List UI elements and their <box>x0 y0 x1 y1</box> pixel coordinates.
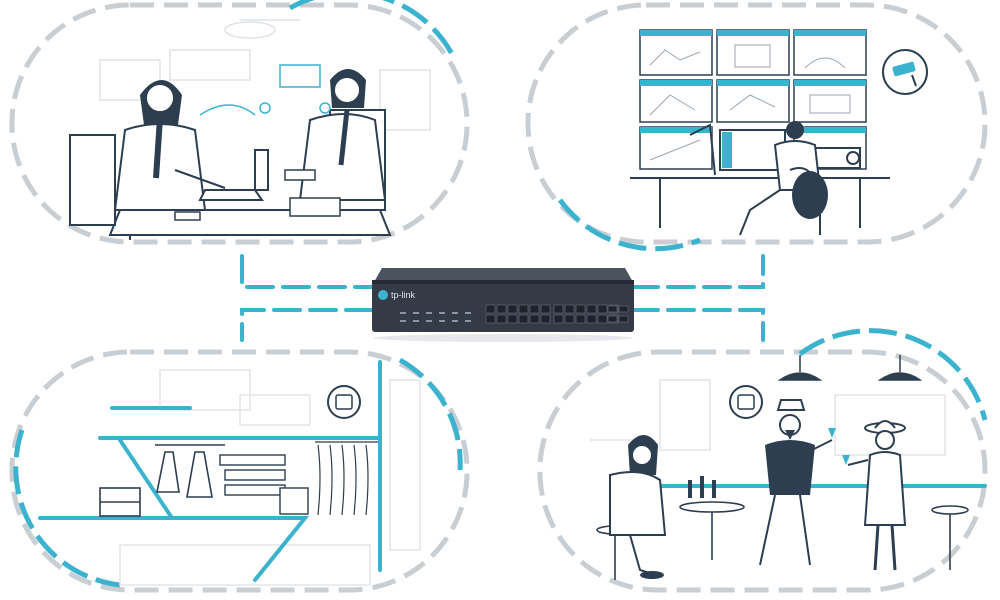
ethernet-port <box>597 314 608 324</box>
sfp-slot <box>618 315 629 323</box>
bar-person-woman <box>842 420 907 571</box>
scene-surveillance <box>525 2 988 252</box>
operator-person <box>739 121 828 236</box>
status-led <box>413 312 419 314</box>
status-led <box>439 320 445 322</box>
sfp-slot <box>607 315 618 323</box>
access-point-icon <box>327 385 361 419</box>
ethernet-port <box>575 304 586 314</box>
ethernet-port <box>564 304 575 314</box>
ethernet-port <box>597 304 608 314</box>
brand-logo-icon <box>378 290 388 300</box>
ethernet-port <box>496 304 507 314</box>
ethernet-port <box>485 314 496 324</box>
ethernet-port <box>540 314 551 324</box>
ethernet-port <box>553 304 564 314</box>
status-led <box>452 312 458 314</box>
ethernet-port <box>529 304 540 314</box>
ethernet-port <box>586 304 597 314</box>
scene-bar <box>537 328 988 593</box>
connector-left-lower <box>240 308 374 342</box>
network-switch: tp-link <box>372 268 634 342</box>
status-leds <box>400 312 471 322</box>
ethernet-port <box>564 314 575 324</box>
brand-logo-text: tp-link <box>391 290 416 300</box>
status-led <box>426 312 432 314</box>
status-led <box>413 320 419 322</box>
status-led <box>465 312 471 314</box>
connector-right-lower <box>630 308 765 342</box>
ethernet-port <box>540 304 551 314</box>
scene-retail <box>9 349 470 593</box>
ethernet-port <box>507 314 518 324</box>
connector-right-upper <box>630 254 765 289</box>
status-led <box>439 312 445 314</box>
status-led <box>465 320 471 322</box>
ethernet-port <box>485 304 496 314</box>
bar-person-man <box>759 399 836 566</box>
sfp-slot <box>618 305 629 313</box>
office-person-right <box>298 69 387 201</box>
pendant-lamps <box>777 355 923 381</box>
status-led <box>452 320 458 322</box>
monitor-wall <box>639 29 867 170</box>
ethernet-port <box>496 314 507 324</box>
ethernet-port <box>553 314 564 324</box>
ethernet-port <box>518 304 529 314</box>
sfp-slot <box>607 305 618 313</box>
scene-office <box>9 0 470 245</box>
clothing-rack <box>99 444 225 517</box>
ethernet-port <box>529 314 540 324</box>
security-camera-icon <box>882 49 928 95</box>
connector-left-upper <box>240 254 374 289</box>
office-person-left <box>113 80 226 211</box>
ethernet-port <box>507 304 518 314</box>
ethernet-port <box>575 314 586 324</box>
ethernet-port <box>518 314 529 324</box>
access-point-icon-bar <box>729 385 763 419</box>
connectors <box>240 254 765 342</box>
status-led <box>400 312 406 314</box>
sfp-slots <box>607 305 629 323</box>
bar-person-seated <box>609 435 667 579</box>
ethernet-ports <box>485 304 619 324</box>
status-led <box>400 320 406 322</box>
ethernet-port <box>586 314 597 324</box>
status-led <box>426 320 432 322</box>
